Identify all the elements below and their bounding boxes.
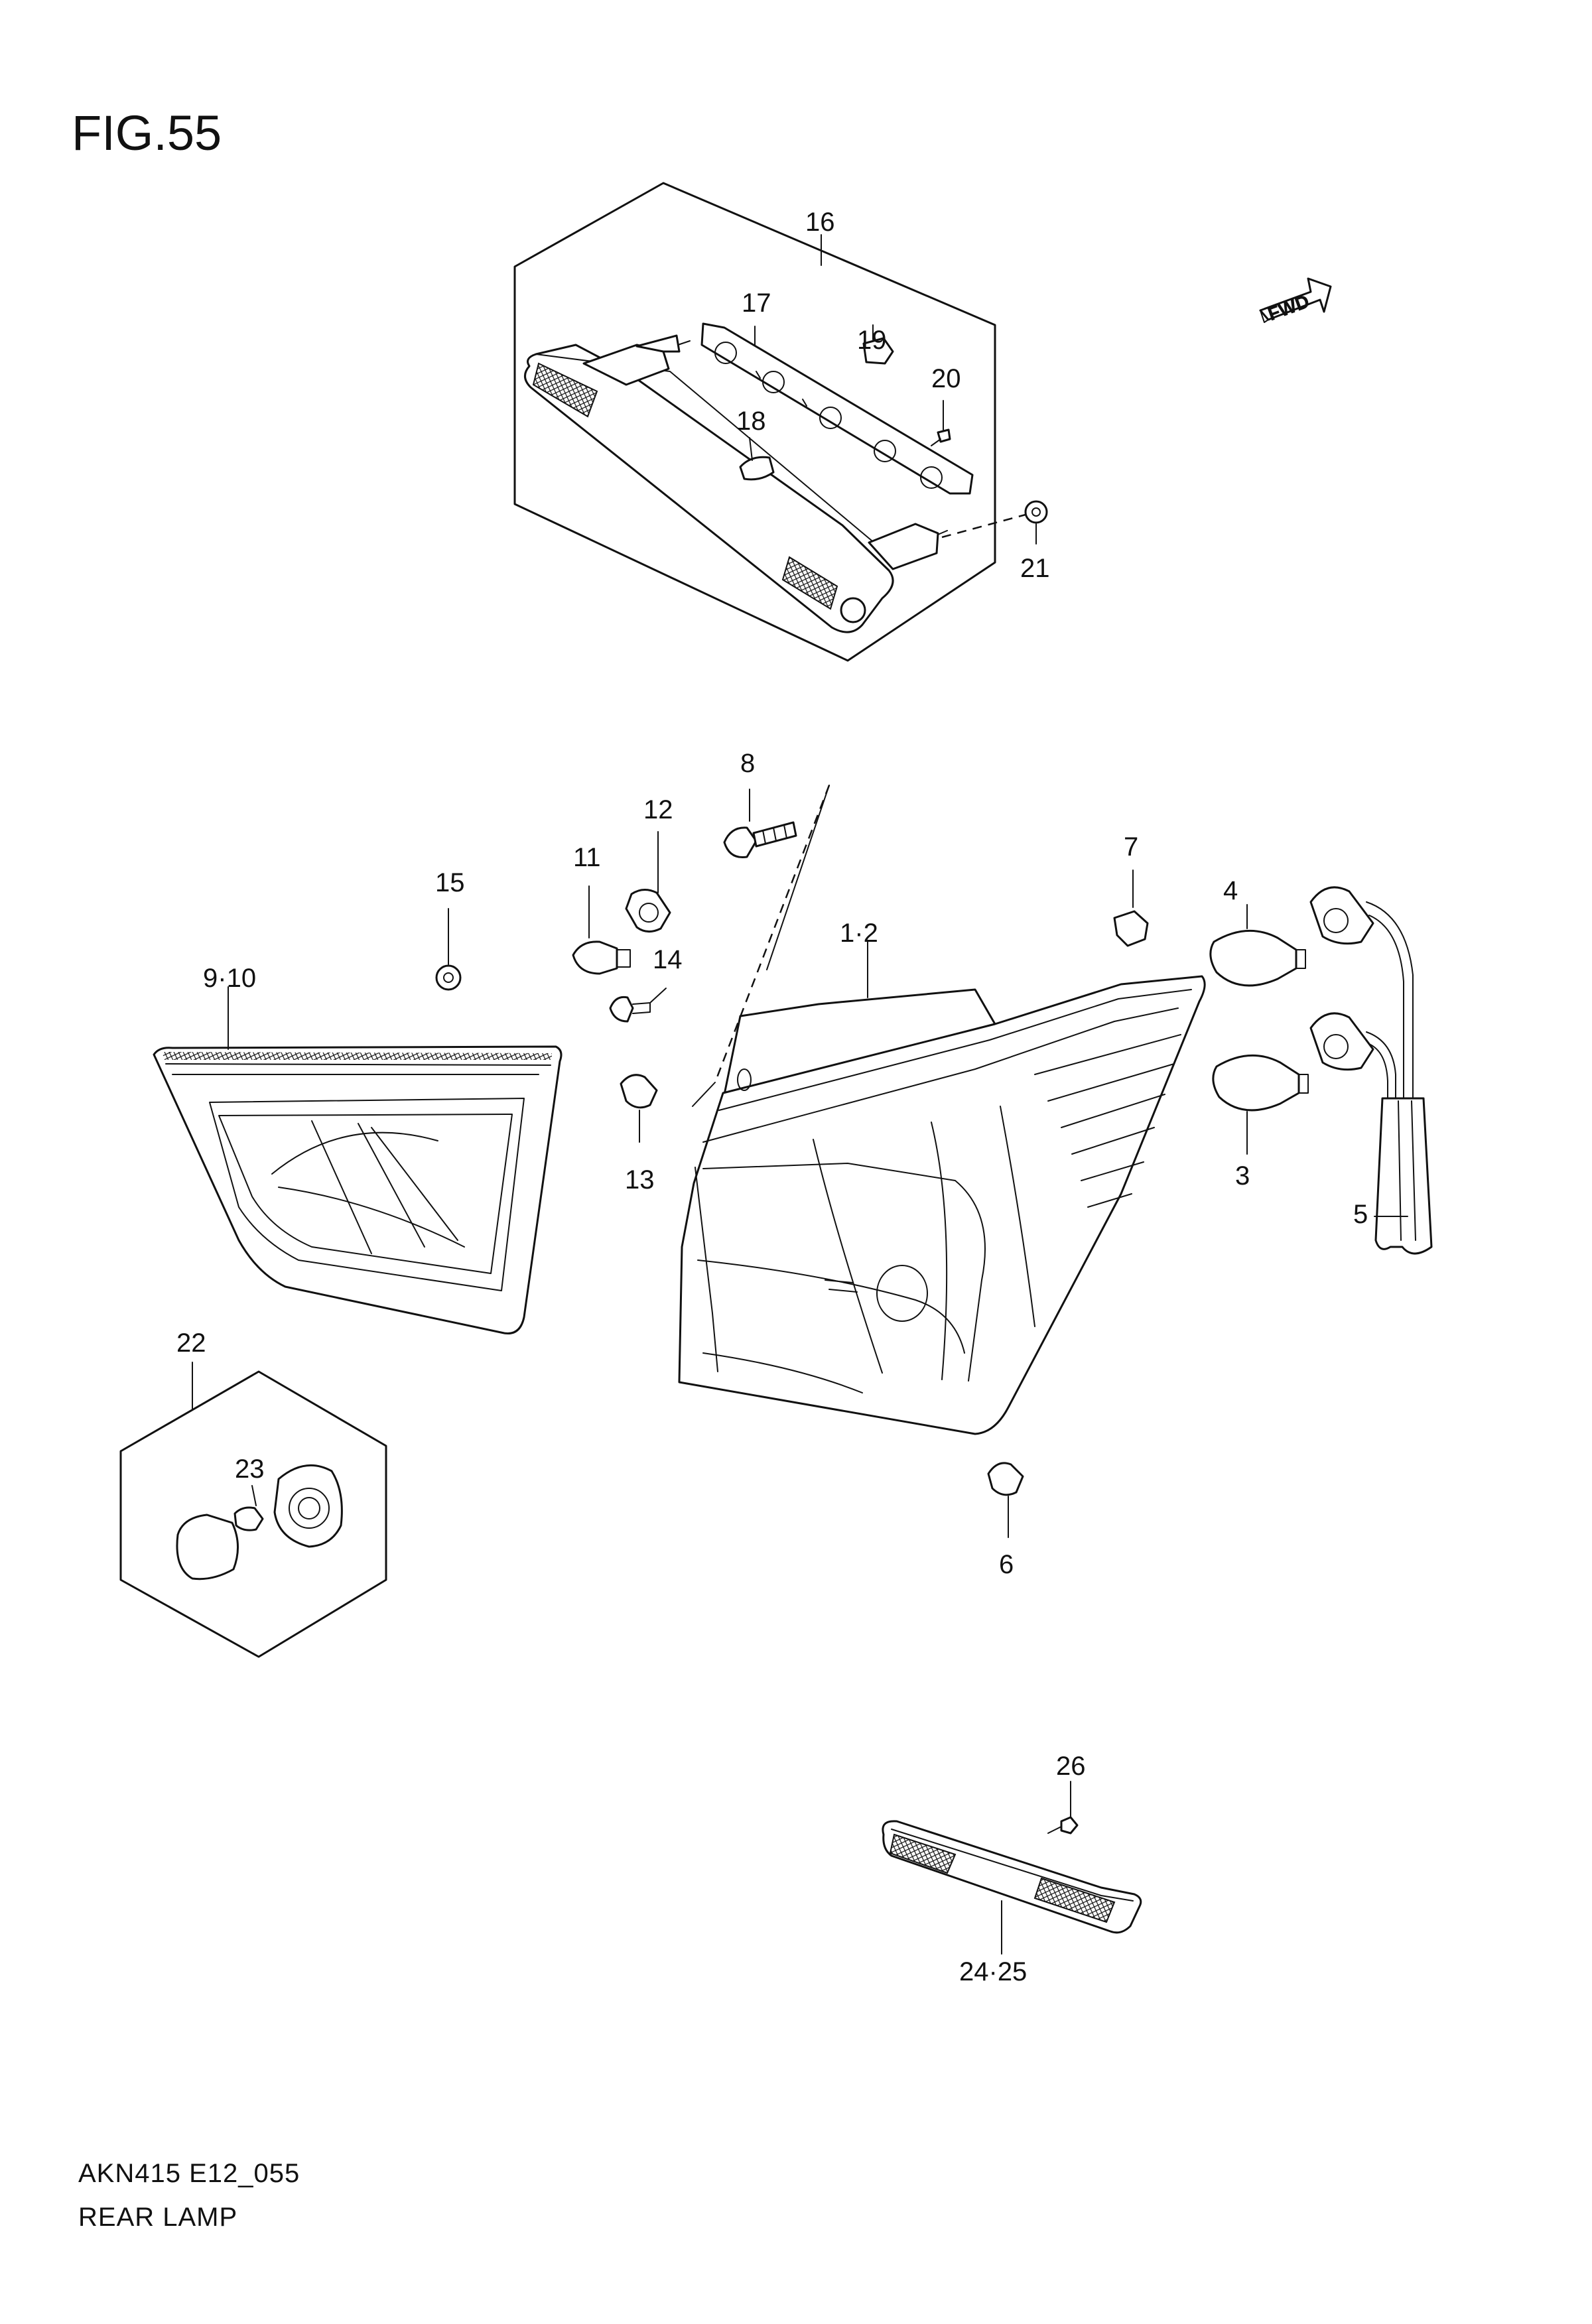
nut-15	[435, 964, 462, 991]
callout-24-25: 24·25	[959, 1957, 1027, 1986]
socket-12	[625, 889, 671, 933]
callout-15: 15	[435, 868, 465, 897]
rear-combination-lamp	[678, 785, 1206, 1435]
callout-5: 5	[1353, 1200, 1368, 1229]
callout-13: 13	[625, 1165, 655, 1194]
screw-8	[723, 826, 758, 859]
clip-6	[987, 1462, 1024, 1496]
group-16-outline	[513, 182, 996, 662]
callout-11: 11	[573, 843, 601, 872]
bulb-cover	[176, 1514, 239, 1581]
harness-5	[1374, 1097, 1433, 1255]
bulb-23	[233, 1506, 264, 1531]
bulb-socket-strip	[700, 322, 974, 495]
bulb-4	[1209, 929, 1297, 987]
callout-16: 16	[805, 208, 835, 237]
group-22-outline	[119, 1370, 387, 1658]
side-reflector	[882, 1781, 1142, 1955]
figure-name: REAR LAMP	[78, 2203, 237, 2232]
callout-17: 17	[742, 289, 771, 318]
socket-19	[862, 337, 894, 365]
small-parts	[435, 789, 1149, 1538]
callout-14: 14	[653, 945, 683, 974]
callout-21: 21	[1020, 554, 1050, 583]
callout-4: 4	[1223, 876, 1238, 905]
bulb-18	[739, 456, 775, 481]
callout-7: 7	[1124, 832, 1138, 862]
clip-7	[1113, 910, 1149, 947]
lamp-lens-outer	[678, 975, 1206, 1435]
bulb-3	[1212, 1054, 1300, 1112]
bulbs-and-harness	[1209, 886, 1433, 1255]
callout-12: 12	[643, 795, 673, 824]
stop-lamp-housing	[524, 344, 894, 633]
fwd-label: FWD	[1265, 290, 1312, 324]
high-mount-stop-lamp-group	[513, 182, 1048, 662]
license-lamp-group	[119, 1362, 387, 1658]
socket-housing	[273, 1464, 343, 1548]
callout-19: 19	[857, 326, 887, 355]
callout-3: 3	[1235, 1161, 1250, 1191]
callout-6: 6	[999, 1550, 1014, 1579]
callout-9-10: 9·10	[203, 964, 256, 993]
callout-18: 18	[736, 407, 766, 436]
clip-14	[609, 996, 634, 1023]
inner-rear-lamp	[153, 986, 563, 1334]
bulb-11	[572, 940, 618, 975]
clip-13	[620, 1074, 658, 1109]
callout-23: 23	[235, 1454, 265, 1484]
callout-20: 20	[931, 364, 961, 393]
callout-22: 22	[176, 1328, 206, 1358]
figure-code: AKN415 E12_055	[78, 2159, 300, 2188]
callout-1-2: 1·2	[840, 919, 878, 948]
callout-labels: 16 17 19 20 18 21 8 12 7 11 15 4 1·2 14 …	[176, 208, 1368, 1986]
callout-26: 26	[1056, 1752, 1086, 1781]
screw-26	[1060, 1816, 1079, 1835]
figure-title: FIG.55	[72, 105, 222, 161]
fwd-arrow-icon: FWD	[1259, 277, 1332, 325]
callout-8: 8	[740, 749, 755, 778]
nut-21	[1024, 500, 1048, 524]
